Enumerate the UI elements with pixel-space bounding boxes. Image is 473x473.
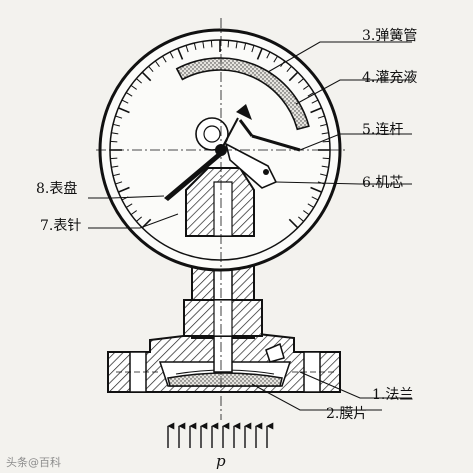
scale-tick	[320, 173, 328, 177]
scale-tick	[118, 186, 130, 193]
scale-tick	[111, 132, 119, 135]
movement-socket	[185, 167, 255, 237]
scale-tick	[317, 115, 325, 119]
scale-tick	[193, 42, 197, 50]
scale-tick	[311, 196, 319, 201]
scale-tick	[118, 107, 130, 114]
scale-tick	[310, 186, 322, 193]
scale-tick	[136, 216, 143, 222]
scale-tick	[320, 123, 328, 127]
scale-tick	[162, 55, 167, 63]
scale-tick	[307, 203, 315, 208]
pressure-arrows	[167, 422, 274, 448]
label-movement: 6.机芯	[362, 175, 404, 191]
label-dial: 8.表盘	[36, 181, 78, 197]
scale-tick	[115, 181, 123, 185]
leader-lines	[88, 41, 412, 411]
scale-tick	[110, 140, 118, 143]
scale-tick	[154, 60, 160, 67]
label-diaphragm: 2.膜片	[326, 406, 368, 422]
watermark: 头条@百科	[6, 456, 61, 469]
label-flange: 1.法兰	[372, 387, 414, 403]
scale-tick	[210, 40, 213, 48]
gauge-pointer	[164, 117, 239, 201]
label-fill-liquid: 4.灌充液	[362, 70, 418, 86]
link-rod	[236, 104, 301, 152]
scale-tick	[130, 210, 137, 216]
scale-tick	[125, 92, 133, 97]
scale-tick	[303, 84, 310, 90]
scale-tick	[310, 107, 322, 114]
scale-tick	[321, 165, 329, 168]
scale-tick	[112, 173, 120, 177]
scale-tick	[311, 99, 319, 104]
scale-tick	[273, 55, 278, 63]
scale-tick	[177, 48, 184, 60]
scale-tick	[297, 78, 304, 84]
scale-tick	[125, 203, 133, 208]
diaphragm	[167, 369, 283, 387]
scale-tick	[288, 218, 299, 229]
scale-tick	[110, 157, 118, 160]
label-pressure-p: p	[216, 452, 226, 470]
dial-scale-ticks	[110, 40, 330, 229]
scale-tick	[288, 71, 299, 82]
scale-tick	[266, 51, 271, 59]
scale-tick	[115, 115, 123, 119]
scale-tick	[169, 51, 174, 59]
scale-tick	[235, 41, 238, 49]
scale-tick	[112, 123, 120, 127]
center-lines	[96, 18, 345, 420]
scale-tick	[136, 78, 143, 84]
scale-tick	[286, 66, 292, 73]
scale-tick	[243, 42, 247, 50]
scale-tick	[148, 66, 154, 73]
scale-tick	[251, 45, 255, 53]
scale-tick	[202, 41, 205, 49]
scale-tick	[297, 216, 304, 222]
scale-tick	[185, 45, 189, 53]
scale-tick	[322, 157, 330, 160]
scale-tick	[303, 210, 310, 216]
scale-tick	[111, 165, 119, 168]
scale-tick	[307, 92, 315, 97]
scale-tick	[121, 99, 129, 104]
label-spring-tube: 3.弹簧管	[362, 28, 418, 44]
label-link-rod: 5.连杆	[362, 122, 404, 138]
label-pointer: 7.表针	[40, 218, 82, 234]
scale-tick	[227, 40, 230, 48]
scale-tick	[130, 84, 137, 90]
spring-tube	[175, 57, 310, 131]
scale-tick	[256, 48, 263, 60]
scale-tick	[321, 132, 329, 135]
scale-tick	[322, 140, 330, 143]
scale-tick	[141, 71, 152, 82]
